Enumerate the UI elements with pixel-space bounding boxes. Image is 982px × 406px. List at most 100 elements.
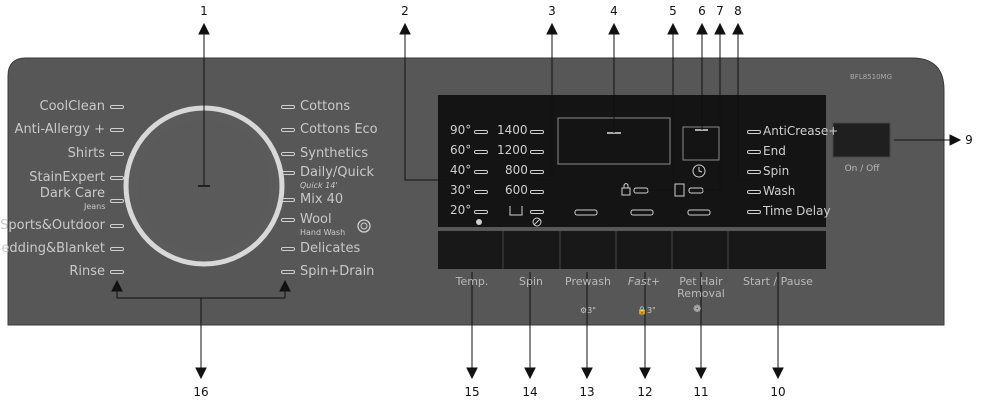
- spin-600: 600: [505, 183, 528, 197]
- program-stainexpert[interactable]: StainExpert: [29, 170, 105, 185]
- indicator: [110, 128, 124, 132]
- on-off-label[interactable]: On / Off: [844, 164, 880, 174]
- lock-icon: [621, 187, 631, 196]
- fast-hold-hint: 🔒3": [637, 306, 656, 315]
- indicator: [110, 247, 124, 251]
- indicator: [474, 170, 488, 174]
- option-wash: Wash: [763, 184, 796, 198]
- program-spin-drain[interactable]: Spin+Drain: [300, 264, 375, 279]
- program-daily-quick[interactable]: Daily/Quick: [300, 165, 375, 180]
- temp-60: 60°: [450, 143, 472, 157]
- indicator: [474, 130, 488, 134]
- no-spin-icon: [532, 217, 542, 227]
- door-icon: [674, 183, 685, 197]
- option-end: End: [763, 144, 786, 158]
- indicator: [110, 224, 124, 228]
- callout-5: 5: [669, 4, 677, 18]
- button-strip: [438, 231, 826, 269]
- indicator: [474, 190, 488, 194]
- indicator: [747, 150, 761, 154]
- indicator: [281, 128, 295, 132]
- indicator: [110, 152, 124, 156]
- temp-40: 40°: [450, 163, 472, 177]
- spin-800: 800: [505, 163, 528, 177]
- program-mix-40[interactable]: Mix 40: [300, 192, 344, 207]
- model-label: BFL8510MG: [850, 73, 893, 81]
- prewash-sub-icon: ⚙: [580, 306, 588, 315]
- callout-6: 6: [698, 4, 706, 18]
- on-off-button: [832, 122, 891, 158]
- indicator: [747, 130, 761, 134]
- indicator: [110, 105, 124, 109]
- indicator: [530, 150, 544, 154]
- program-delicates[interactable]: Delicates: [300, 241, 361, 256]
- program-wool[interactable]: Wool: [300, 212, 332, 227]
- callout-lines: [111, 22, 962, 380]
- pet-hair-icon: ❁: [693, 304, 702, 315]
- callout-3: 3: [548, 4, 556, 18]
- temp-icon: [476, 219, 482, 225]
- spin-1400: 1400: [497, 123, 528, 137]
- indicator: [530, 170, 544, 174]
- temp-20: 20°: [450, 203, 472, 217]
- indicator: [530, 130, 544, 134]
- temp-30: 30°: [450, 183, 472, 197]
- timer-window: [682, 126, 720, 161]
- program-cottons-eco[interactable]: Cottons Eco: [300, 122, 378, 137]
- indicator: [281, 218, 295, 222]
- indicator: [281, 270, 295, 274]
- button-pet-hair-removal[interactable]: Pet Hair Removal: [677, 275, 725, 300]
- indicator: [747, 210, 761, 214]
- indicator: [281, 105, 295, 109]
- program-synthetics[interactable]: Synthetics: [300, 146, 369, 161]
- indicator: [110, 270, 124, 274]
- callout-12: 12: [637, 385, 653, 399]
- button-fast-plus[interactable]: Fast+: [627, 275, 661, 288]
- prewash-hold-hint: ⚙3": [580, 306, 596, 315]
- program-dark-care-sub: Jeans: [84, 202, 106, 211]
- indicator: [110, 176, 124, 180]
- callout-8: 8: [734, 4, 742, 18]
- callout-16: 16: [193, 385, 209, 399]
- child-lock-icon: 🔒: [637, 306, 647, 315]
- program-daily-quick-sub: Quick 14': [300, 181, 338, 190]
- indicator: [281, 152, 295, 156]
- program-coolclean[interactable]: CoolClean: [39, 99, 106, 114]
- button-prewash[interactable]: Prewash: [565, 275, 611, 288]
- callout-11: 11: [693, 385, 709, 399]
- button-start-pause[interactable]: Start / Pause: [743, 275, 813, 288]
- program-dark-care[interactable]: Dark Care: [39, 186, 105, 201]
- program-cottons[interactable]: Cottons: [300, 99, 351, 114]
- callout-9: 9: [965, 133, 973, 147]
- indicator: [474, 150, 488, 154]
- callout-10: 10: [770, 385, 786, 399]
- basin-icon: [509, 206, 523, 216]
- indicator: [530, 210, 544, 214]
- indicator: [281, 198, 295, 202]
- button-spin[interactable]: Spin: [519, 275, 543, 288]
- option-spin: Spin: [763, 164, 790, 178]
- indicator: [747, 190, 761, 194]
- callout-15: 15: [464, 385, 480, 399]
- callout-7: 7: [716, 4, 724, 18]
- callout-1: 1: [200, 4, 208, 18]
- callout-2: 2: [401, 4, 409, 18]
- temp-90: 90°: [450, 123, 472, 137]
- spin-1200: 1200: [497, 143, 528, 157]
- program-bedding-blanket[interactable]: Bedding&Blanket: [0, 241, 105, 256]
- program-anti-allergy[interactable]: Anti-Allergy +: [14, 122, 105, 137]
- indicator: [747, 170, 761, 174]
- program-shirts[interactable]: Shirts: [67, 146, 105, 161]
- option-anticrease: AntiCrease+: [763, 124, 839, 138]
- option-time-delay: Time Delay: [763, 204, 831, 218]
- program-rinse[interactable]: Rinse: [69, 264, 105, 279]
- indicator: [110, 199, 124, 203]
- clock-icon: [692, 164, 706, 178]
- indicator: [281, 247, 295, 251]
- program-sports-outdoor[interactable]: Sports&Outdoor: [0, 218, 105, 233]
- callout-4: 4: [610, 4, 618, 18]
- indicator: [530, 190, 544, 194]
- button-temp[interactable]: Temp.: [455, 275, 489, 288]
